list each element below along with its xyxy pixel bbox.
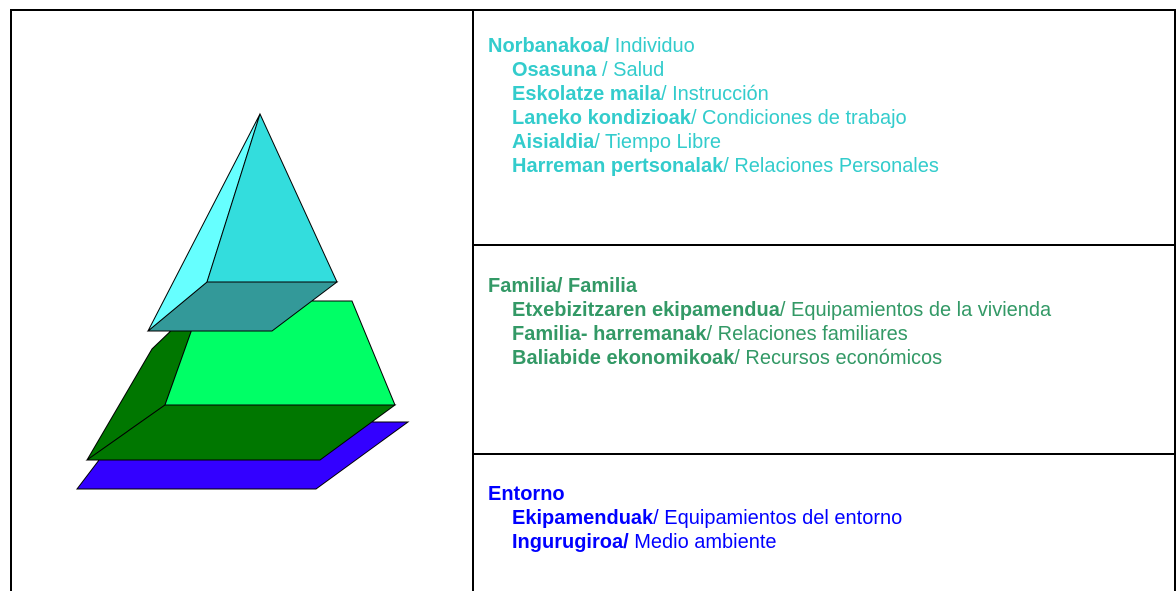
list-item: Baliabide ekonomikoak/ Recursos económic… [512,347,943,369]
pyramid-diagram [75,112,410,490]
list-item: Ekipamenduak/ Equipamientos del entorno [512,507,903,529]
list-item: Familia- harremanak/ Relaciones familiar… [512,323,908,345]
list-item: Etxebizitzaren ekipamendua/ Equipamiento… [512,299,1052,321]
list-item: Aisialdia/ Tiempo Libre [512,131,721,153]
list-item: Ingurugiroa/ Medio ambiente [512,531,777,553]
section-heading: Familia/ Familia [488,275,637,297]
section-heading: Entorno [488,483,565,505]
section-heading: Norbanakoa/ Individuo [488,35,695,57]
list-item: Eskolatze maila/ Instrucción [512,83,769,105]
section-entorno: Entorno Ekipamenduak/ Equipamientos del … [488,482,902,554]
list-item: Osasuna / Salud [512,59,665,81]
column-divider [472,9,474,591]
row-divider-2 [472,453,1176,455]
table-frame [10,9,1176,591]
section-individuo: Norbanakoa/ Individuo Osasuna / Salud Es… [488,34,939,178]
pyramid-top-front-face [206,112,338,283]
section-familia: Familia/ Familia Etxebizitzaren ekipamen… [488,274,1162,370]
list-item: Laneko kondizioak/ Condiciones de trabaj… [512,107,907,129]
row-divider-1 [472,244,1176,246]
list-item: Harreman pertsonalak/ Relaciones Persona… [512,155,939,177]
